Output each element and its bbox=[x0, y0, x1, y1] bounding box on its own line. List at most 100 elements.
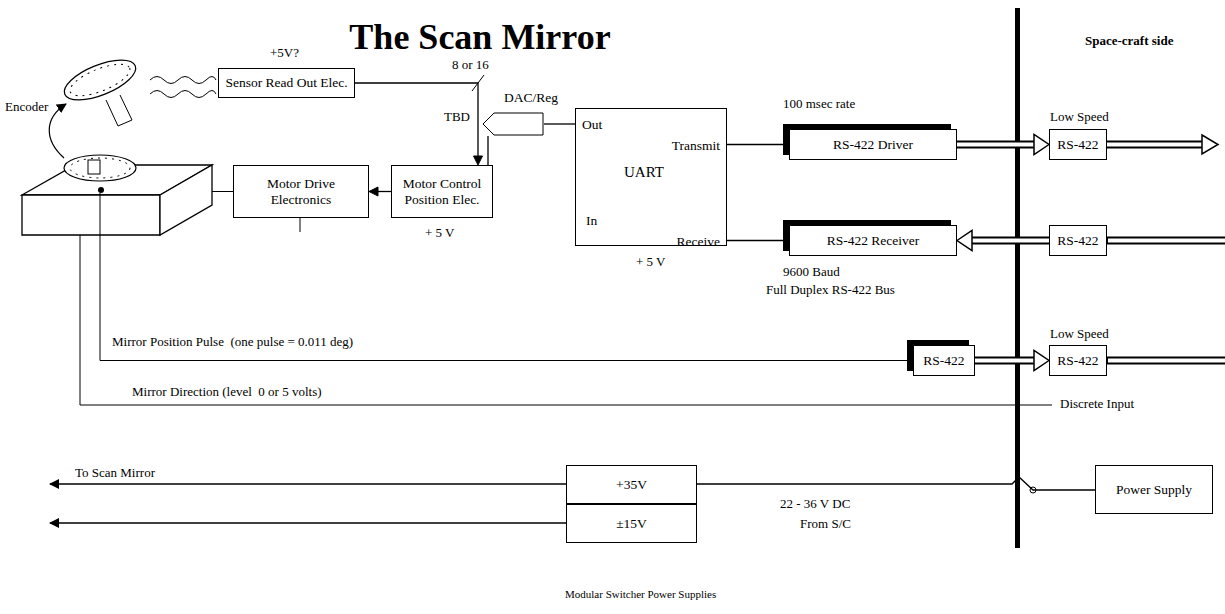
dac-outline bbox=[482, 112, 544, 136]
link-speed: Low Speed bbox=[1050, 110, 1109, 125]
node-text: +35V bbox=[616, 477, 647, 493]
connector bbox=[369, 187, 391, 196]
node-text: RS-422 Receiver bbox=[827, 233, 920, 249]
drawing-stroke bbox=[50, 522, 566, 523]
drawing-stroke bbox=[59, 52, 141, 108]
node-text: RS-422 bbox=[1057, 137, 1098, 153]
drawing-stroke bbox=[50, 483, 566, 484]
node-text: RS-422 bbox=[1057, 353, 1098, 369]
drawing-stroke bbox=[1108, 239, 1225, 243]
connector bbox=[975, 351, 1049, 371]
node-text: Power Supply bbox=[1116, 482, 1192, 498]
connector bbox=[727, 240, 789, 241]
connector bbox=[957, 135, 1049, 155]
connector-line bbox=[727, 240, 789, 241]
dac-shape: DAC/Reg bbox=[482, 112, 544, 136]
drawing-stroke bbox=[1108, 359, 1225, 363]
node-text: Transmit bbox=[672, 138, 720, 154]
drawing-stroke bbox=[1202, 135, 1218, 154]
drawing-stroke bbox=[160, 165, 212, 235]
connector-line bbox=[975, 359, 1035, 363]
connector-line bbox=[971, 239, 1049, 243]
bus-width: TBD bbox=[444, 110, 470, 125]
node-text: RS-422 bbox=[923, 353, 964, 369]
drawing-stroke bbox=[64, 155, 136, 181]
node-text: In bbox=[586, 213, 597, 229]
connector-line bbox=[487, 136, 488, 165]
interface-box: RS-422 bbox=[1049, 129, 1107, 160]
drawing-stroke bbox=[88, 160, 100, 174]
drawing-stroke bbox=[150, 77, 216, 84]
connector-line bbox=[377, 191, 391, 192]
dac-outline bbox=[483, 113, 543, 135]
motor-control-box: Motor Control Position Elec. bbox=[391, 165, 493, 218]
node-text: RS-422 Driver bbox=[833, 137, 913, 153]
node-text: ±15V bbox=[616, 516, 647, 532]
connector-line bbox=[971, 237, 1049, 245]
drawing-stroke bbox=[1015, 8, 1020, 548]
connector-line bbox=[957, 141, 1035, 149]
arrow-head bbox=[369, 187, 378, 196]
motor-drive-box: Motor Drive Electronics bbox=[233, 165, 369, 218]
receiver-box: RS-422 Receiver bbox=[789, 225, 957, 256]
link-speed: Low Speed bbox=[1050, 327, 1109, 342]
interface-box: RS-422 bbox=[1049, 225, 1107, 256]
drawing-stroke bbox=[106, 95, 132, 126]
voltage-note: + 5 V bbox=[425, 226, 455, 241]
drawing-stroke bbox=[22, 195, 160, 235]
drawing-stroke bbox=[150, 91, 216, 98]
voltage-note: +5V? bbox=[270, 46, 299, 61]
baud-note: 9600 Baud bbox=[783, 265, 840, 280]
signal-name: Mirror Direction (level 0 or 5 volts) bbox=[132, 385, 322, 400]
bus-width: 8 or 16 bbox=[452, 58, 489, 73]
connector-line bbox=[957, 143, 1035, 147]
diagram-title: The Scan Mirror bbox=[0, 16, 960, 58]
drawing-stroke bbox=[212, 191, 233, 192]
node-text: Sensor Read Out Elec. bbox=[225, 75, 347, 91]
arrow-head bbox=[957, 231, 972, 251]
node-text: Out bbox=[582, 117, 602, 133]
encoder-label: Encoder bbox=[5, 100, 48, 115]
drawing-stroke bbox=[98, 187, 104, 193]
uart-box: OutTransmitUARTInReceive bbox=[575, 108, 727, 246]
node-text: Motor Drive Electronics bbox=[238, 176, 364, 207]
connector-line bbox=[727, 144, 789, 145]
drawing-stroke bbox=[49, 104, 66, 158]
node-text: UART bbox=[624, 164, 664, 181]
drawing-stroke bbox=[80, 235, 1052, 405]
drawing-stroke bbox=[1107, 357, 1225, 365]
drawing-stroke bbox=[1107, 237, 1225, 245]
voltage-note: 22 - 36 V DC bbox=[780, 497, 850, 512]
node-text: DAC/Reg bbox=[504, 90, 558, 106]
arrow-head bbox=[474, 156, 483, 165]
driver-box: RS-422 Driver bbox=[789, 129, 957, 160]
side-label: Space-craft side bbox=[1085, 34, 1173, 49]
connector-line bbox=[355, 83, 478, 157]
sensor-box: Sensor Read Out Elec. bbox=[218, 68, 355, 98]
drawing-stroke bbox=[1107, 143, 1206, 147]
arrow-head bbox=[1034, 351, 1049, 371]
connector-line bbox=[975, 357, 1035, 365]
arrow-head bbox=[1034, 135, 1049, 155]
connector bbox=[544, 124, 575, 125]
rate-note: 100 msec rate bbox=[783, 97, 855, 112]
supply-box: ±15V bbox=[566, 504, 697, 543]
bus-note: Full Duplex RS-422 Bus bbox=[766, 283, 895, 298]
connector bbox=[488, 136, 489, 165]
power-note: To Scan Mirror bbox=[75, 466, 155, 481]
node-text: RS-422 bbox=[1057, 233, 1098, 249]
signal-name: Discrete Input bbox=[1060, 397, 1134, 412]
drawing-stroke bbox=[66, 58, 134, 102]
supply-box: +35V bbox=[566, 465, 697, 504]
drawing-stroke bbox=[59, 52, 141, 108]
connector-line bbox=[697, 477, 1095, 490]
connector-line bbox=[544, 123, 575, 124]
node-text: Motor Control Position Elec. bbox=[396, 176, 488, 207]
drawing-stroke bbox=[100, 193, 913, 361]
node-text: Receive bbox=[677, 234, 720, 250]
power-supply-box: Power Supply bbox=[1095, 465, 1213, 514]
connector bbox=[355, 83, 483, 165]
power-note: From S/C bbox=[800, 517, 851, 532]
drawing-stroke bbox=[300, 218, 301, 232]
drawing-stroke bbox=[70, 158, 130, 178]
